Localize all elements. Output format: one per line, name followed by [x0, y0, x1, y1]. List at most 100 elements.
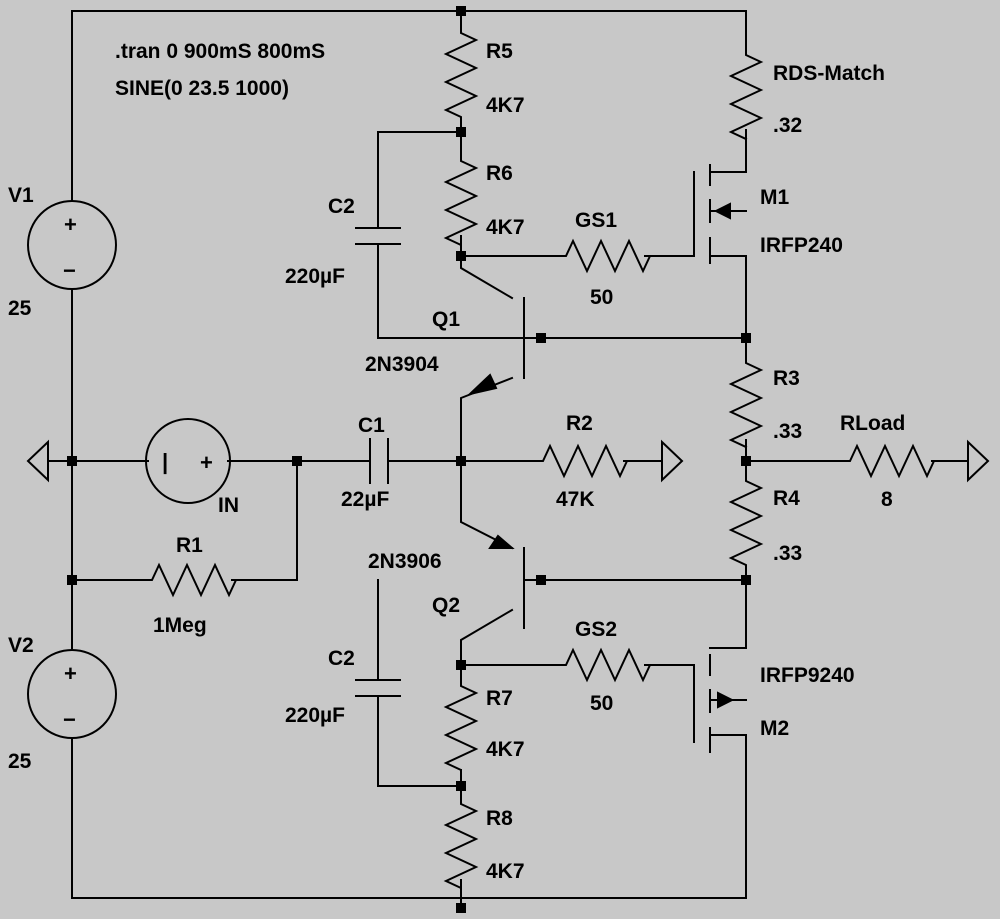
gs2-name: GS2: [575, 618, 617, 641]
resistor-gs1: [559, 238, 652, 274]
transistors-bjt: [466, 297, 525, 629]
resistor-r2: [539, 443, 629, 479]
r5-name: R5: [486, 40, 513, 63]
wire-bottom-rail: [71, 749, 747, 909]
rds-match-value: .32: [773, 114, 802, 137]
junction: [67, 456, 77, 466]
q1-emitter-arrow-icon: [466, 373, 498, 396]
r8-name: R8: [486, 807, 513, 830]
m2-name: M2: [760, 717, 789, 740]
spice-directive-tran: .tran 0 900mS 800mS: [115, 40, 325, 63]
in-minus-symbol: |: [162, 449, 168, 474]
r4-value: .33: [773, 542, 802, 565]
resistor-r7: [443, 679, 479, 777]
transistors-mosfet: [693, 164, 747, 753]
junction: [456, 6, 466, 16]
m1-arrow-icon: [713, 202, 731, 220]
r4-name: R4: [773, 487, 800, 510]
ground-r2-icon: [661, 439, 684, 483]
junction: [456, 660, 466, 670]
resistor-r3: [728, 357, 764, 449]
capacitor-c1: [369, 438, 389, 484]
r6-name: R6: [486, 162, 513, 185]
junctions: [67, 6, 751, 913]
v1-minus-symbol: −: [63, 258, 76, 283]
wire-q1: [460, 255, 525, 462]
c1-value: 22µF: [341, 488, 389, 511]
junction: [456, 456, 466, 466]
rds-match-name: RDS-Match: [773, 62, 885, 85]
v2-value: 25: [8, 750, 32, 773]
resistor-rload: [845, 443, 939, 479]
r5-value: 4K7: [486, 94, 525, 117]
c1-name: C1: [358, 414, 385, 437]
ground-rload-icon: [967, 439, 990, 483]
junction: [536, 575, 546, 585]
r7-value: 4K7: [486, 738, 525, 761]
c2-bottom-name: C2: [328, 647, 355, 670]
wires: [47, 10, 969, 909]
source-v2-body: [27, 649, 117, 739]
junction: [67, 575, 77, 585]
r7-name: R7: [486, 687, 513, 710]
m1-name: M1: [760, 186, 789, 209]
junction: [536, 333, 546, 343]
resistor-r5: [443, 24, 479, 126]
r8-value: 4K7: [486, 860, 525, 883]
q2-emitter-arrow-icon: [488, 534, 515, 549]
rload-name: RLoad: [840, 412, 905, 435]
voltage-sources: + − + − | +: [27, 200, 231, 739]
source-v1-body: [27, 200, 117, 290]
v2-name: V2: [8, 634, 34, 657]
resistors: [147, 24, 939, 891]
junction: [456, 903, 466, 913]
rload-value: 8: [881, 488, 893, 511]
m2-channel: [709, 654, 747, 753]
labels: .tran 0 900mS 800mS SINE(0 23.5 1000) V1…: [8, 40, 905, 883]
r2-name: R2: [566, 412, 593, 435]
capacitors: [355, 227, 401, 697]
r2-value: 47K: [556, 488, 595, 511]
wire-c2-top: [377, 131, 747, 339]
ground-left-icon: [26, 439, 49, 483]
r1-name: R1: [176, 534, 203, 557]
q1-name: Q1: [432, 308, 460, 331]
gs1-name: GS1: [575, 209, 617, 232]
capacitor-c2-top: [355, 227, 401, 245]
r3-name: R3: [773, 367, 800, 390]
m1-channel: [709, 164, 747, 264]
wire-q2: [460, 460, 525, 666]
gs2-value: 50: [590, 692, 613, 715]
v2-plus-symbol: +: [64, 661, 77, 686]
resistor-r8: [443, 799, 479, 891]
v1-plus-symbol: +: [64, 212, 77, 237]
junction: [741, 575, 751, 585]
resistor-gs2: [559, 647, 652, 683]
v2-minus-symbol: −: [63, 707, 76, 732]
r6-value: 4K7: [486, 216, 525, 239]
in-plus-symbol: +: [200, 450, 213, 475]
resistor-r1: [147, 562, 241, 598]
q1-model: 2N3904: [365, 353, 439, 376]
q2-model: 2N3906: [368, 550, 442, 573]
r3-value: .33: [773, 420, 802, 443]
gs1-value: 50: [590, 286, 613, 309]
v1-name: V1: [8, 184, 34, 207]
junction: [292, 456, 302, 466]
wire-right-column: [709, 129, 747, 751]
m2-arrow-icon: [717, 691, 735, 709]
resistor-rds-match: [728, 49, 764, 141]
capacitor-c2-bottom: [355, 679, 401, 697]
in-name: IN: [218, 494, 239, 517]
ground-symbols: [26, 439, 990, 483]
source-in-body: [145, 418, 231, 504]
junction: [456, 781, 466, 791]
c2-bottom-value: 220µF: [285, 704, 345, 727]
wire-c2-bottom: [377, 579, 462, 787]
m2-model: IRFP9240: [760, 664, 855, 687]
wire-r1-row: [71, 460, 298, 581]
junction: [456, 251, 466, 261]
r1-value: 1Meg: [153, 614, 207, 637]
